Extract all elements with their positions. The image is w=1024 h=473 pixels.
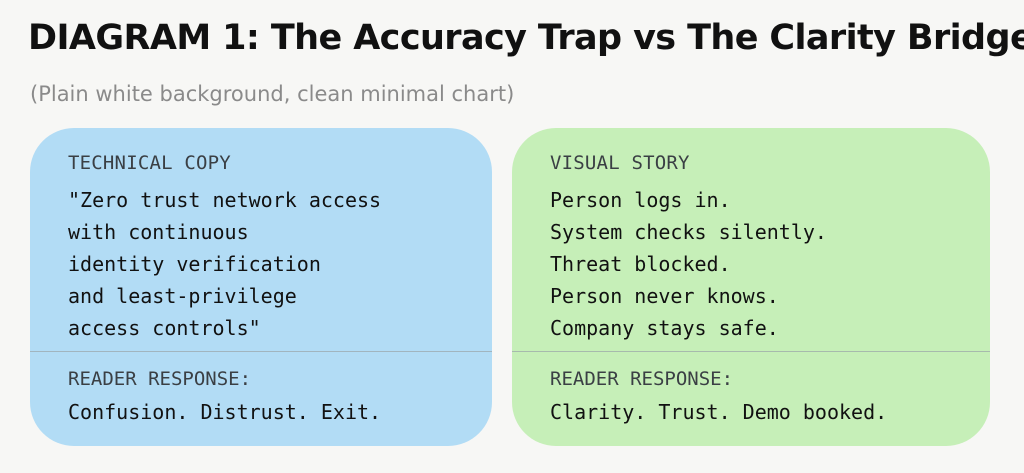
technical-copy-line: identity verification <box>68 252 321 276</box>
diagram-subtitle: (Plain white background, clean minimal c… <box>30 82 515 106</box>
technical-copy-section: TECHNICAL COPY "Zero trust network acces… <box>30 128 492 352</box>
visual-story-panel: VISUAL STORY Person logs in. System chec… <box>512 128 990 446</box>
panel-divider <box>30 351 492 352</box>
technical-reader-response-section: READER RESPONSE: Confusion. Distrust. Ex… <box>30 352 492 446</box>
visual-story-line: System checks silently. <box>550 220 827 244</box>
technical-copy-line: "Zero trust network access <box>68 188 382 212</box>
panel-divider <box>512 351 990 352</box>
visual-story-lines: Person logs in. System checks silently. … <box>550 184 827 344</box>
technical-copy-heading: TECHNICAL COPY <box>68 152 231 174</box>
visual-story-line: Person logs in. <box>550 188 731 212</box>
reader-response-text: Clarity. Trust. Demo booked. <box>550 400 888 424</box>
technical-copy-panel: TECHNICAL COPY "Zero trust network acces… <box>30 128 492 446</box>
technical-copy-lines: "Zero trust network access with continuo… <box>68 184 381 344</box>
technical-copy-line: and least-privilege <box>68 284 297 308</box>
diagram-title: DIAGRAM 1: The Accuracy Trap vs The Clar… <box>28 18 1024 58</box>
reader-response-label: READER RESPONSE: <box>68 368 252 390</box>
visual-story-heading: VISUAL STORY <box>550 152 690 174</box>
reader-response-text: Confusion. Distrust. Exit. <box>68 400 382 424</box>
technical-copy-line: with continuous <box>68 220 249 244</box>
technical-copy-line: access controls" <box>68 316 261 340</box>
reader-response-label: READER RESPONSE: <box>550 368 734 390</box>
visual-story-line: Threat blocked. <box>550 252 731 276</box>
visual-story-section: VISUAL STORY Person logs in. System chec… <box>512 128 990 352</box>
visual-reader-response-section: READER RESPONSE: Clarity. Trust. Demo bo… <box>512 352 990 446</box>
visual-story-line: Company stays safe. <box>550 316 779 340</box>
visual-story-line: Person never knows. <box>550 284 779 308</box>
